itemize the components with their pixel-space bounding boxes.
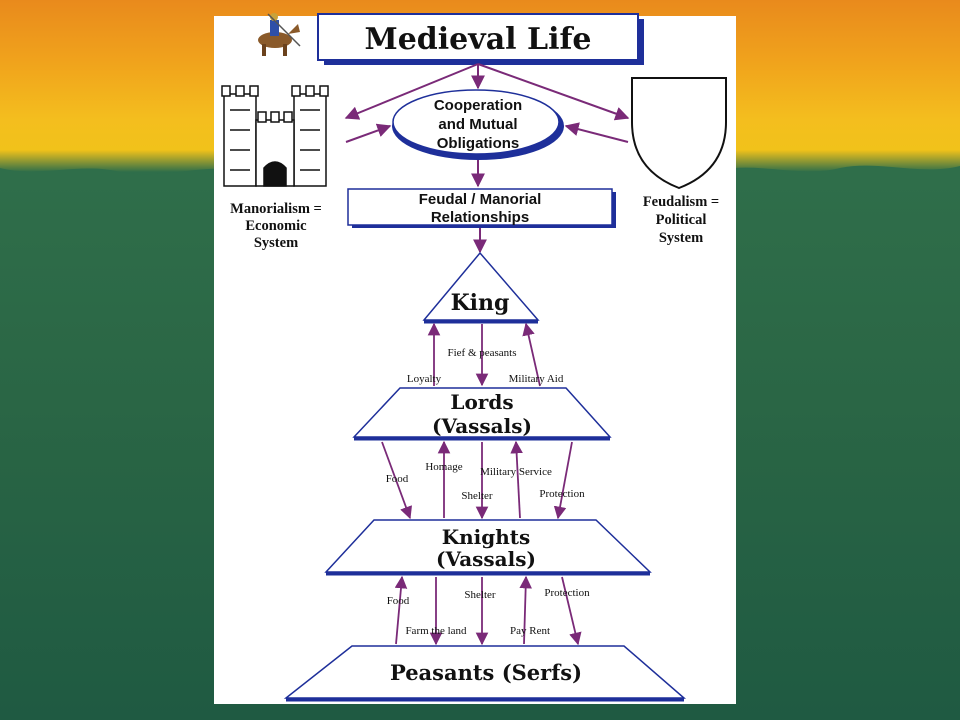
knights-tier: Knights (Vassals)	[324, 519, 652, 576]
knight-on-horse-icon	[258, 13, 301, 56]
loyalty-label: Loyalty	[407, 373, 442, 385]
cooperation-line-3: Obligations	[437, 135, 520, 152]
peasants-tier: Peasants (Serfs)	[283, 645, 687, 702]
shelter-label-1: Shelter	[461, 490, 492, 502]
lords-knights-arrows	[381, 440, 573, 520]
fief-label: Fief & peasants	[447, 347, 516, 359]
knights-label-1: Knights	[442, 525, 531, 549]
knights-label-2: (Vassals)	[436, 547, 536, 571]
manorialism-line-3: System	[254, 235, 298, 251]
relationships-line-2: Relationships	[431, 209, 529, 226]
feudalism-line-3: System	[659, 230, 703, 246]
king-label: King	[451, 290, 510, 316]
protection-label-2: Protection	[544, 587, 590, 599]
manorialism-line-1: Manorialism =	[230, 201, 322, 217]
relationships-box: Feudal / Manorial Relationships	[347, 188, 616, 228]
protection-label-1: Protection	[539, 488, 585, 500]
lords-label-1: Lords	[450, 390, 513, 414]
title-box: Medieval Life	[317, 13, 644, 65]
relationships-line-1: Feudal / Manorial	[419, 191, 542, 208]
lords-tier: Lords (Vassals)	[352, 387, 612, 441]
military-service-label: Military Service	[480, 466, 552, 478]
king-lords-arrows	[427, 322, 541, 387]
cooperation-line-2: and Mutual	[438, 116, 517, 133]
food-label-2: Food	[387, 595, 410, 607]
feudalism-line-1: Feudalism =	[643, 194, 719, 210]
manorialism-line-2: Economic	[245, 218, 307, 234]
farm-label: Farm the land	[405, 625, 467, 637]
shelter-label-2: Shelter	[464, 589, 495, 601]
feudalism-line-2: Political	[656, 212, 707, 228]
castle-icon	[221, 85, 329, 187]
pay-rent-label: Pay Rent	[510, 625, 550, 637]
knights-peasants-arrows	[394, 575, 582, 646]
diagram-title: Medieval Life	[365, 22, 592, 57]
king-tier: King	[422, 251, 540, 324]
lords-label-2: (Vassals)	[432, 414, 532, 438]
cooperation-line-1: Cooperation	[434, 97, 522, 114]
homage-label: Homage	[425, 461, 462, 473]
shield-icon	[631, 77, 727, 190]
peasants-label: Peasants (Serfs)	[390, 660, 582, 685]
food-label-1: Food	[386, 473, 409, 485]
military-aid-label: Military Aid	[509, 373, 564, 385]
cooperation-node: Cooperation and Mutual Obligations	[392, 89, 564, 160]
top-arrows	[344, 63, 630, 254]
